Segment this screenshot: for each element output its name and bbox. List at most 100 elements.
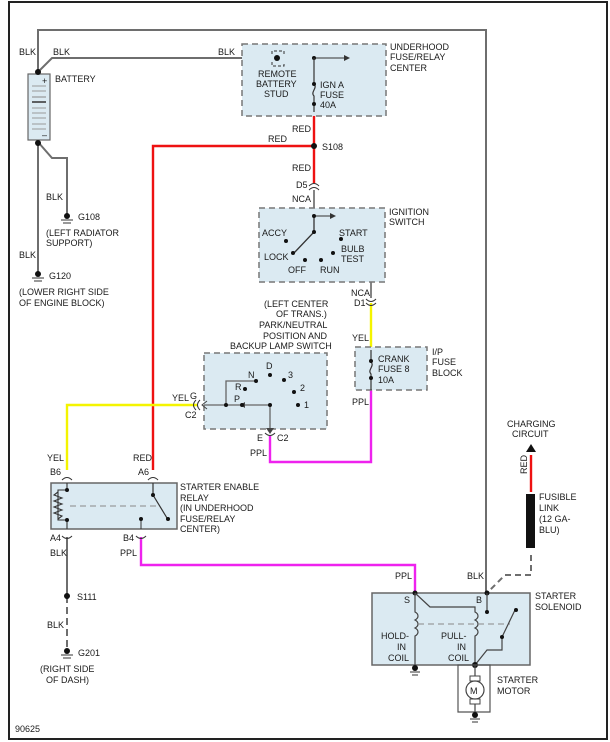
stud-label: REMOTE [258, 69, 297, 79]
pn-pin-e: E [257, 433, 263, 443]
splice-s108-id: S108 [322, 142, 343, 152]
wire-label-red: RED [292, 163, 312, 173]
figure-id: 90625 [15, 724, 40, 734]
position-lock [291, 251, 295, 255]
ignition-bulb: BULB [341, 244, 365, 254]
stud-label: STUD [264, 89, 289, 99]
relay-pin-b6: B6 [50, 467, 61, 477]
splice-s111 [64, 593, 70, 599]
ignition-title: IGNITION [389, 207, 429, 217]
ignition-run: RUN [320, 265, 340, 275]
hold-in-label: COIL [388, 653, 409, 663]
fuse-label: 40A [320, 100, 336, 110]
arrow-up-icon [526, 444, 536, 452]
pn-conn-c2: C2 [277, 433, 289, 443]
wire-label-blk: BLK [47, 620, 64, 630]
pn-pos-p: P [234, 394, 240, 404]
ground-g120-icon [32, 271, 44, 282]
wire-label-red: RED [268, 134, 288, 144]
relay-title: STARTER ENABLE [180, 482, 259, 492]
underhood-title: FUSE/RELAY [390, 52, 445, 62]
position-start [339, 237, 343, 241]
wire-label-red: RED [292, 124, 312, 134]
fusible-link [526, 494, 535, 548]
ground-g108-id: G108 [78, 212, 100, 222]
solenoid-title: STARTER [535, 591, 577, 601]
motor-title: STARTER [497, 675, 539, 685]
charging-title: CIRCUIT [512, 429, 549, 439]
ip-fuse-title: BLOCK [432, 368, 463, 378]
wire-blk-battery-to-solenoid [37, 29, 487, 595]
wire-label-blk: BLK [218, 47, 235, 57]
starter-solenoid [371, 592, 531, 666]
ignition-switch [258, 207, 386, 283]
pn-location: OF TRANS.) [276, 309, 327, 319]
connector-d1-icon [365, 298, 377, 306]
relay-pin-a4: A4 [50, 533, 61, 543]
solenoid-pin-s: S [404, 595, 410, 605]
splice-s108 [311, 143, 317, 149]
fusible-link-label: LINK [539, 503, 559, 513]
position-2 [292, 390, 296, 394]
position-bulb-test [331, 251, 335, 255]
wire-label-ppl: PPL [250, 448, 267, 458]
position-3 [282, 378, 286, 382]
ip-fuse-block [354, 346, 428, 391]
underhood-title: CENTER [390, 63, 428, 73]
underhood-title: UNDERHOOD [390, 42, 450, 52]
relay-title: (IN UNDERHOOD [180, 503, 254, 513]
position-run [319, 258, 323, 262]
starter-motor-housing [457, 664, 491, 713]
pull-in-label: COIL [448, 653, 469, 663]
wire-ppl-relay-b4-to-solenoid-s [139, 537, 417, 593]
ground-g201-location: OF DASH) [46, 675, 89, 685]
remote-battery-stud-icon [271, 50, 285, 67]
wire-yel-pn-switch-to-relay-b6 [65, 403, 197, 470]
pn-title: POSITION AND [263, 331, 328, 341]
ground-g201-location: (RIGHT SIDE [40, 664, 94, 674]
ignition-accy: ACCY [262, 228, 287, 238]
ground-g120-id: G120 [49, 271, 71, 281]
wire-fusible-to-solenoid-b [486, 555, 532, 594]
fusible-link-label: FUSIBLE [539, 492, 577, 502]
splice-s111-id: S111 [77, 592, 97, 602]
pn-pos-2: 2 [300, 383, 305, 393]
pn-pos-d: D [266, 361, 273, 371]
solenoid-title: SOLENOID [535, 602, 582, 612]
motor-symbol: M [470, 686, 478, 696]
pull-in-label: PULL- [441, 631, 467, 641]
wire-label-blk: BLK [467, 571, 484, 581]
wire-label-blk: BLK [19, 250, 36, 260]
position-n [254, 379, 258, 383]
ignition-lock: LOCK [264, 252, 289, 262]
connector-d5-label: D5 [296, 180, 308, 190]
relay-title: CENTER) [180, 524, 220, 534]
wire-ppl-crank-fuse-to-pn-switch [268, 390, 373, 464]
ground-g201-icon [61, 648, 73, 659]
connector-c2-bottom-icon [264, 432, 276, 436]
position-1 [296, 403, 300, 407]
wire-label-yel: YEL [352, 333, 369, 343]
pn-pos-3: 3 [288, 370, 293, 380]
wire-label-yel: YEL [47, 453, 64, 463]
ignition-start: START [339, 228, 368, 238]
position-r [243, 387, 247, 391]
ground-icon [410, 665, 420, 676]
relay-pin-b4: B4 [123, 533, 134, 543]
wire-label-ppl: PPL [352, 397, 369, 407]
pn-pin-g: G [190, 391, 197, 401]
battery-label: BATTERY [55, 74, 96, 84]
wire-label-ppl: PPL [395, 571, 412, 581]
solenoid-contact-arm [501, 609, 516, 638]
ground-g108-location: (LEFT RADIATOR [46, 228, 120, 238]
wire-label-red: RED [519, 454, 529, 474]
hold-in-label: HOLD- [381, 631, 409, 641]
connector-d1-label: D1 [354, 298, 366, 308]
relay-title: RELAY [180, 493, 209, 503]
charging-title: CHARGING [507, 419, 556, 429]
motor-icon [465, 680, 485, 700]
ground-g201-id: G201 [78, 648, 100, 658]
position-accy [284, 239, 288, 243]
fusible-link-label: BLU) [539, 525, 560, 535]
